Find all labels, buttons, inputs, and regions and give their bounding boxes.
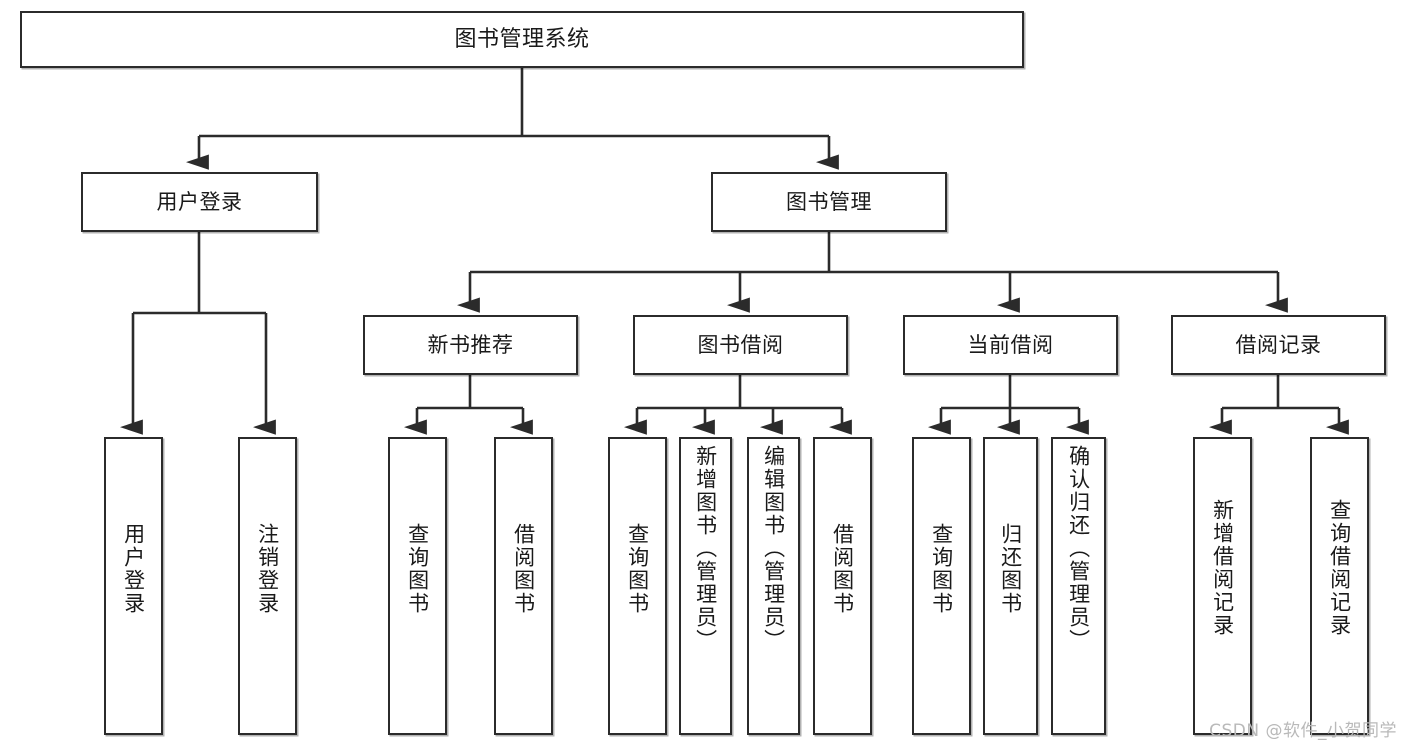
node-root-system[interactable]: 图书管理系统: [20, 11, 1024, 68]
node-label: 当前借阅: [967, 332, 1054, 357]
leaf-query-books-current[interactable]: 查询图书: [912, 437, 971, 735]
node-label: 归还图书: [998, 523, 1023, 615]
leaf-add-book-admin[interactable]: 新增图书（管理员）: [679, 437, 732, 735]
leaf-borrow-books[interactable]: 借阅图书: [813, 437, 872, 735]
leaf-borrow-books-recommend[interactable]: 借阅图书: [494, 437, 553, 735]
node-user-login[interactable]: 用户登录: [81, 172, 318, 232]
node-label: 用户登录: [121, 523, 146, 615]
leaf-return-books[interactable]: 归还图书: [983, 437, 1038, 735]
watermark-text: CSDN @软件_小贺同学: [1209, 721, 1397, 741]
node-book-borrow[interactable]: 图书借阅: [633, 315, 848, 375]
node-label: 借阅图书: [511, 523, 536, 615]
node-label: 借阅图书: [830, 523, 855, 615]
node-new-book-recommend[interactable]: 新书推荐: [363, 315, 578, 375]
node-label: 图书管理: [786, 189, 872, 214]
node-label: 编辑图书（管理员）: [761, 445, 786, 652]
node-label: 新增借阅记录: [1210, 499, 1235, 637]
node-label: 查询图书: [929, 523, 954, 615]
node-label: 确认归还（管理员）: [1066, 445, 1091, 652]
leaf-query-books-recommend[interactable]: 查询图书: [388, 437, 447, 735]
leaf-confirm-return-admin[interactable]: 确认归还（管理员）: [1051, 437, 1106, 735]
leaf-add-borrow-record[interactable]: 新增借阅记录: [1193, 437, 1252, 735]
node-label: 新增图书（管理员）: [693, 445, 718, 652]
leaf-edit-book-admin[interactable]: 编辑图书（管理员）: [747, 437, 800, 735]
leaf-query-books-borrow[interactable]: 查询图书: [608, 437, 667, 735]
leaf-logout[interactable]: 注销登录: [238, 437, 297, 735]
node-borrow-records[interactable]: 借阅记录: [1171, 315, 1386, 375]
node-label: 新书推荐: [427, 332, 514, 357]
node-current-borrow[interactable]: 当前借阅: [903, 315, 1118, 375]
node-label: 查询图书: [405, 523, 430, 615]
node-label: 注销登录: [255, 523, 280, 615]
node-label: 借阅记录: [1235, 332, 1322, 357]
node-book-management[interactable]: 图书管理: [711, 172, 947, 232]
node-label: 用户登录: [156, 189, 243, 214]
node-label: 查询图书: [625, 523, 650, 615]
leaf-query-borrow-record[interactable]: 查询借阅记录: [1310, 437, 1369, 735]
node-label: 查询借阅记录: [1327, 499, 1352, 637]
leaf-user-login[interactable]: 用户登录: [104, 437, 163, 735]
node-label: 图书借阅: [697, 332, 784, 357]
node-label: 图书管理系统: [454, 26, 590, 52]
